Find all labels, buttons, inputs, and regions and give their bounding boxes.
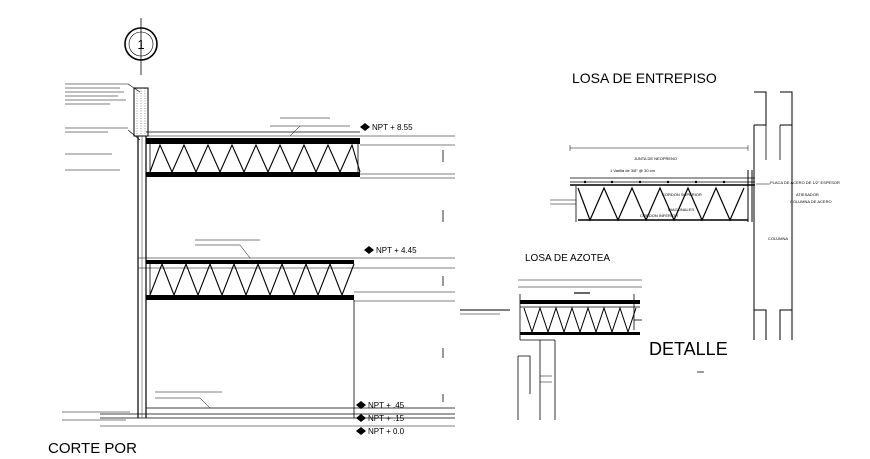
level-marker-445: NPT + 4.45 xyxy=(364,246,417,255)
note-placa: PLACA DE ACERO DE 1/2" ESPESOR xyxy=(770,180,840,185)
middle-truss xyxy=(138,239,455,302)
axis-marker-label: 1 xyxy=(137,37,144,52)
level-label-445: NPT + 4.45 xyxy=(376,246,417,255)
note-junta: JUNTA DE NEOPRENO xyxy=(634,156,677,161)
losa-entrepiso-title: LOSA DE ENTREPISO xyxy=(572,70,717,86)
level-marker-855: NPT + 8.55 xyxy=(360,123,413,132)
note-diagonales: DIAGONALES xyxy=(668,207,694,212)
level-label-855: NPT + 8.55 xyxy=(372,123,413,132)
detalle-title: DETALLE xyxy=(649,339,728,359)
level-label-015: NPT + .15 xyxy=(368,414,405,423)
detalle-column: PLACA DE ACERO DE 1/2" ESPESOR ATIESADOR… xyxy=(753,91,840,340)
axis-marker: 1 xyxy=(124,18,158,75)
losa-azotea-title: LOSA DE AZOTEA xyxy=(525,253,610,264)
level-label-045: NPT + .45 xyxy=(368,401,405,410)
level-marker-00: NPT + 0.0 xyxy=(356,427,405,436)
note-atiesador: ATIESADOR xyxy=(796,192,819,197)
upper-truss xyxy=(138,117,455,179)
note-columna-acero: COLUMNA DE ACERO xyxy=(790,199,832,204)
note-varilla: 1 Varilla de 3/8" @ 30 cm xyxy=(610,168,656,173)
left-annotations xyxy=(65,83,141,171)
level-marker-045: NPT + .45 xyxy=(356,401,405,410)
note-cordon-inf: CORDON INFERIOR xyxy=(640,213,678,218)
level-marker-015: NPT + .15 xyxy=(356,414,405,423)
main-column xyxy=(133,87,149,418)
entrepiso-detail: JUNTA DE NEOPRENO CORDON SUPERIOR CORDON… xyxy=(550,145,755,222)
note-cordon-sup: CORDON SUPERIOR xyxy=(662,192,702,197)
level-label-00: NPT + 0.0 xyxy=(368,427,405,436)
note-columna: COLUMNA xyxy=(768,236,788,241)
azotea-detail xyxy=(460,279,642,420)
ground-level xyxy=(62,300,455,427)
section-title: CORTE POR xyxy=(48,440,137,457)
